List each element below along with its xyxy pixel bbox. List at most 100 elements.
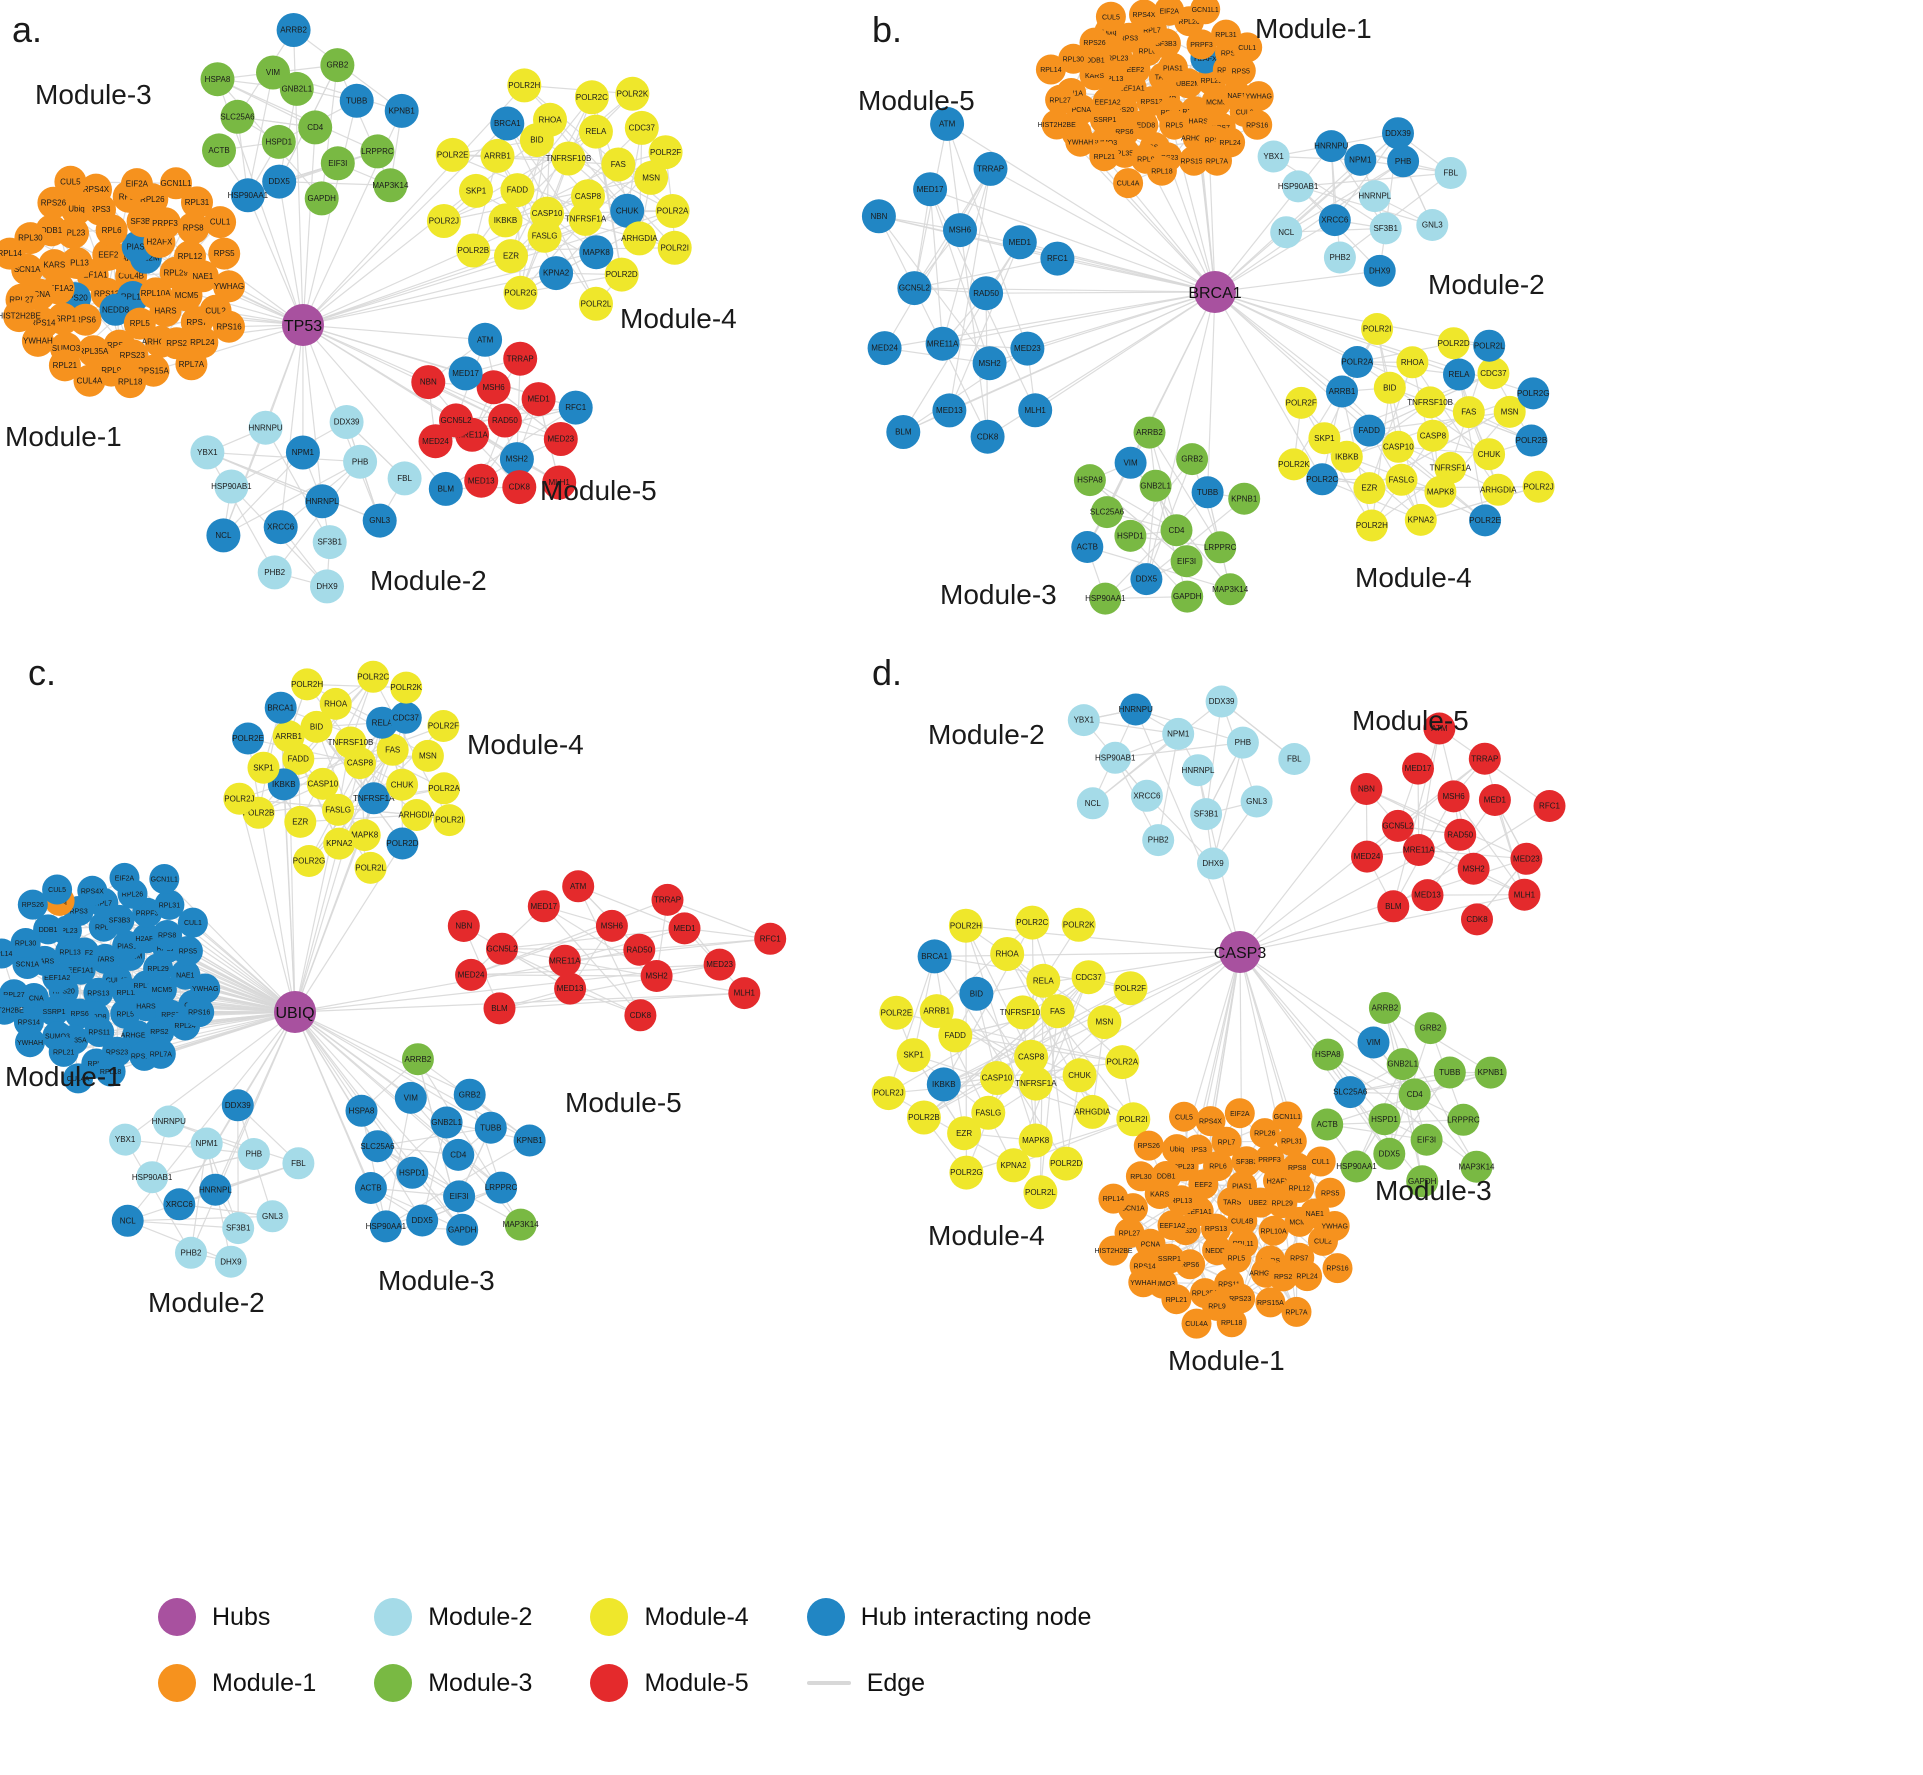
node-casp10: CASP10 bbox=[1382, 430, 1415, 463]
node-rpl30: RPL30 bbox=[1058, 43, 1089, 74]
svg-text:RPL18: RPL18 bbox=[100, 1069, 122, 1076]
node-med23: MED23 bbox=[1510, 842, 1543, 875]
node-phb: PHB bbox=[1387, 145, 1420, 178]
node-gnb2l1: GNB2L1 bbox=[1386, 1048, 1419, 1081]
svg-text:DHX9: DHX9 bbox=[220, 1257, 242, 1266]
node-rad50: RAD50 bbox=[969, 276, 1004, 311]
svg-text:POLR2C: POLR2C bbox=[1306, 475, 1338, 484]
svg-text:CASP10: CASP10 bbox=[982, 1074, 1013, 1083]
node-nbn: NBN bbox=[1350, 773, 1383, 805]
svg-text:MED13: MED13 bbox=[468, 476, 495, 485]
svg-text:H2AFX: H2AFX bbox=[147, 238, 173, 247]
svg-text:VIM: VIM bbox=[266, 68, 281, 77]
svg-text:YWHAG: YWHAG bbox=[192, 986, 218, 993]
legend-label: Module-1 bbox=[212, 1668, 317, 1697]
svg-text:RPL29: RPL29 bbox=[1271, 1201, 1293, 1208]
node-mlh1: MLH1 bbox=[728, 977, 761, 1010]
svg-text:NCL: NCL bbox=[1278, 228, 1295, 237]
module-label-module-3: Module-3 bbox=[1375, 1175, 1492, 1206]
node-kpnb1: KPNB1 bbox=[1474, 1056, 1507, 1089]
node-fbl: FBL bbox=[1278, 743, 1311, 775]
node-polr2c: POLR2C bbox=[574, 80, 609, 115]
svg-text:FASLG: FASLG bbox=[532, 231, 558, 240]
svg-text:RPL5: RPL5 bbox=[117, 1011, 135, 1018]
svg-text:CUL4A: CUL4A bbox=[67, 1076, 90, 1083]
node-skp1: SKP1 bbox=[247, 751, 280, 784]
svg-text:SLC25A6: SLC25A6 bbox=[1090, 508, 1125, 517]
node-ddb1: DDB1 bbox=[1151, 1161, 1182, 1191]
svg-text:POLR2J: POLR2J bbox=[873, 1089, 903, 1098]
svg-text:MCM5: MCM5 bbox=[1289, 1220, 1310, 1227]
node-fbl: FBL bbox=[1434, 157, 1467, 189]
svg-text:RPS14: RPS14 bbox=[18, 1020, 40, 1027]
svg-text:RPS4X: RPS4X bbox=[1199, 1119, 1222, 1126]
svg-text:MSH6: MSH6 bbox=[1442, 792, 1465, 801]
node-brca1: BRCA1 bbox=[490, 106, 525, 141]
svg-text:PIAS1: PIAS1 bbox=[117, 943, 137, 950]
node-cdc37: CDC37 bbox=[1071, 960, 1106, 995]
node-hsp90ab1: HSP90AB1 bbox=[1095, 741, 1136, 774]
node-trrap: TRRAP bbox=[651, 883, 684, 916]
svg-text:GCN1L1: GCN1L1 bbox=[151, 877, 178, 884]
svg-text:SLC25A6: SLC25A6 bbox=[360, 1142, 395, 1151]
node-vim: VIM bbox=[1357, 1026, 1390, 1059]
svg-text:ATM: ATM bbox=[939, 120, 956, 129]
svg-text:MSH2: MSH2 bbox=[645, 972, 668, 981]
edge-swatch bbox=[806, 1681, 851, 1685]
svg-text:POLR2E: POLR2E bbox=[1469, 516, 1501, 525]
svg-text:ARRB2: ARRB2 bbox=[405, 1055, 432, 1064]
svg-text:ARHGEF2: ARHGEF2 bbox=[1249, 1270, 1282, 1277]
node-ybx1: YBX1 bbox=[1257, 140, 1290, 173]
svg-text:CD4: CD4 bbox=[307, 123, 324, 132]
svg-text:POLR2H: POLR2H bbox=[508, 81, 540, 90]
svg-text:HSPD1: HSPD1 bbox=[265, 138, 292, 147]
svg-text:ARRB2: ARRB2 bbox=[1136, 428, 1163, 437]
svg-text:RPL26: RPL26 bbox=[140, 195, 165, 204]
svg-text:MSH2: MSH2 bbox=[978, 359, 1001, 368]
node-cul5: CUL5 bbox=[1095, 1, 1126, 32]
node-polr2c: POLR2C bbox=[1015, 905, 1050, 940]
svg-text:POLR2A: POLR2A bbox=[428, 784, 460, 793]
node-hnrnpu: HNRNPU bbox=[248, 410, 283, 445]
node-gcn5l2: GCN5L2 bbox=[1381, 809, 1414, 842]
node-cul1: CUL1 bbox=[204, 206, 237, 239]
node-sf3b3: SF3B3 bbox=[1231, 1146, 1262, 1177]
svg-text:HSP90AB1: HSP90AB1 bbox=[1095, 753, 1136, 762]
node-hspd1: HSPD1 bbox=[396, 1156, 429, 1189]
legend-item-hub-interacting-node: Hub interacting node bbox=[806, 1598, 1091, 1636]
svg-text:CUL1: CUL1 bbox=[210, 218, 231, 227]
node-grb2: GRB2 bbox=[453, 1078, 486, 1111]
svg-text:GRB2: GRB2 bbox=[1420, 1024, 1442, 1033]
svg-text:ACTB: ACTB bbox=[1317, 1120, 1338, 1129]
svg-text:SUMO3: SUMO3 bbox=[52, 344, 81, 353]
svg-text:RPL9: RPL9 bbox=[1137, 156, 1155, 163]
node-arrb1: ARRB1 bbox=[480, 138, 515, 173]
module-label-module-4: Module-4 bbox=[467, 729, 584, 760]
node-eif3i: EIF3I bbox=[320, 146, 355, 181]
node-mlh1: MLH1 bbox=[1018, 393, 1053, 428]
node-polr2j: POLR2J bbox=[426, 204, 461, 238]
svg-text:Ubiq: Ubiq bbox=[1170, 1147, 1185, 1154]
node-polr2d: POLR2D bbox=[1049, 1146, 1084, 1181]
svg-text:POLR2A: POLR2A bbox=[1341, 358, 1373, 367]
node-med17: MED17 bbox=[448, 356, 483, 391]
node-trrap: TRRAP bbox=[1468, 742, 1501, 775]
svg-text:HARS: HARS bbox=[154, 307, 176, 316]
svg-text:EEF1A2: EEF1A2 bbox=[1095, 100, 1121, 107]
svg-text:RPS2: RPS2 bbox=[1205, 138, 1223, 145]
node-gcn1l1: GCN1L1 bbox=[1272, 1101, 1303, 1132]
svg-text:RPS4X: RPS4X bbox=[81, 888, 104, 895]
svg-text:POLR2B: POLR2B bbox=[458, 246, 490, 255]
node-arrb1: ARRB1 bbox=[919, 994, 954, 1029]
svg-text:RPS26: RPS26 bbox=[1138, 1143, 1160, 1150]
svg-text:POLR2H: POLR2H bbox=[291, 680, 323, 689]
svg-text:RPS23: RPS23 bbox=[120, 351, 146, 360]
svg-text:POLR2C: POLR2C bbox=[1016, 918, 1048, 927]
node-tnfrsf1a: TNFRSF1A bbox=[565, 201, 607, 236]
svg-text:EEF1A1: EEF1A1 bbox=[1119, 85, 1145, 92]
node-polr2g: POLR2G bbox=[949, 1155, 984, 1190]
svg-text:MED17: MED17 bbox=[452, 369, 479, 378]
svg-text:MLH1: MLH1 bbox=[1514, 890, 1536, 899]
svg-text:NAE1: NAE1 bbox=[176, 972, 194, 979]
module-label-module-1: Module-1 bbox=[5, 1061, 122, 1092]
